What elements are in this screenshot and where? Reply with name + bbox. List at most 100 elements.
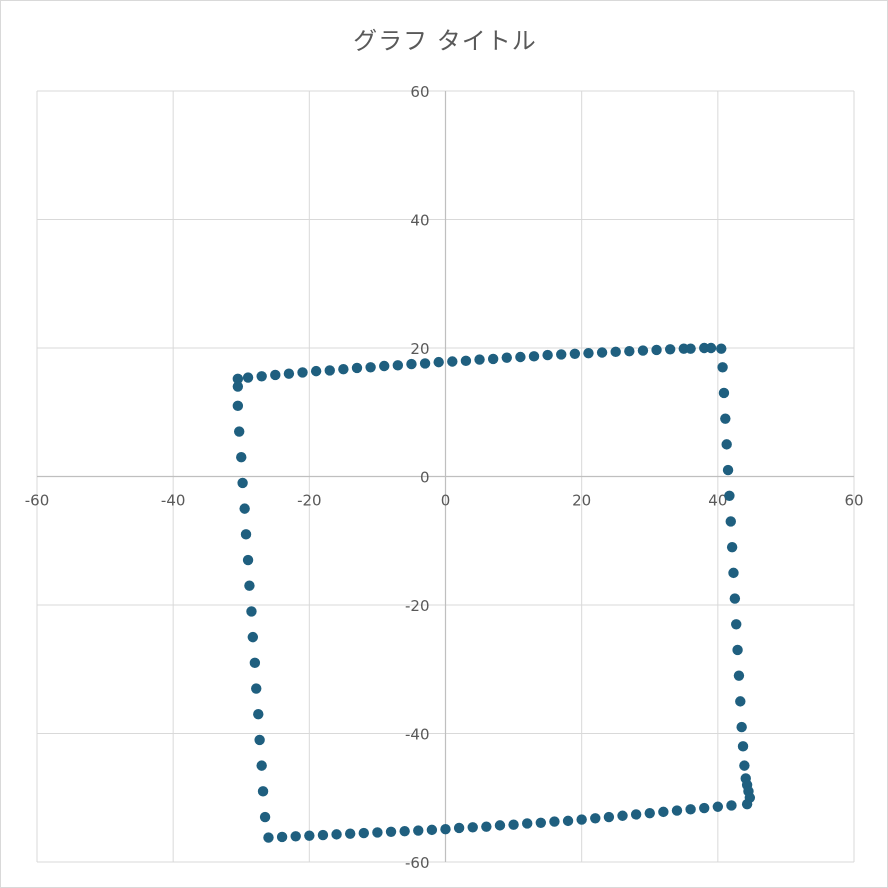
data-point [699,802,710,814]
data-point [263,832,274,843]
data-point [644,807,655,819]
x-tick-label: 20 [572,492,591,510]
data-point [741,798,753,810]
data-point [716,343,727,354]
data-point [705,342,717,354]
data-point [583,347,594,359]
data-point [240,529,252,540]
data-point [453,822,465,834]
data-point [651,344,662,356]
data-point [508,819,519,830]
data-point [487,353,499,365]
data-point [379,360,390,372]
data-point [685,804,696,815]
data-point [338,364,349,375]
data-point [729,593,741,604]
y-tick-label: 0 [420,469,430,487]
data-point [331,829,342,840]
data-point [276,831,288,843]
data-point [247,631,259,643]
data-point [244,580,255,591]
data-point [236,452,247,463]
data-point [365,362,376,373]
data-point [617,810,628,821]
y-tick-label: -20 [405,597,430,615]
x-tick-label: -60 [25,492,50,510]
data-point [624,346,635,357]
data-point [501,352,512,363]
data-point [726,541,738,553]
y-tick-label: 40 [410,212,429,230]
data-point [494,820,506,831]
data-point [733,670,745,681]
data-point [447,356,458,367]
data-point [671,805,683,816]
data-point [637,345,649,356]
data-point [297,367,308,378]
chart-title: グラフ タイトル [353,27,537,55]
data-point [731,619,742,630]
data-point [254,734,265,746]
data-point [542,349,553,361]
data-point [549,816,560,827]
data-point [535,817,547,829]
data-point [528,351,540,362]
data-point [426,824,438,836]
data-point [737,741,749,752]
data-point [630,809,642,820]
data-point [358,827,369,839]
data-point [481,821,492,832]
data-point [664,344,676,355]
data-point [256,760,267,771]
data-point [590,813,601,824]
data-point [234,426,245,437]
y-tick-label: 60 [410,83,429,101]
data-point [239,503,250,514]
data-point [249,657,261,669]
data-point [515,351,526,363]
x-tick-label: 0 [441,492,451,510]
data-point [474,354,485,365]
data-point [460,355,472,367]
data-point [304,830,315,841]
data-point [344,828,356,839]
data-point [237,477,248,489]
data-point [324,365,335,376]
y-tick-label: -60 [405,854,430,872]
x-tick-label: 40 [708,492,727,510]
data-point [603,811,615,823]
data-point [440,824,451,835]
data-point [718,387,730,399]
data-point [256,371,267,382]
data-point [392,360,404,371]
data-point [310,365,322,377]
data-point [556,349,567,360]
data-point [562,815,574,827]
x-tick-label: 60 [844,492,863,510]
data-point [385,826,397,838]
data-point [522,818,533,829]
data-point [242,372,254,383]
data-point [596,347,608,358]
data-point [576,814,587,825]
data-point [724,490,735,501]
data-point [232,400,244,412]
data-point [732,644,743,656]
data-point [712,801,724,812]
data-point [717,362,728,373]
data-point [283,368,295,379]
data-point [735,696,746,707]
data-point [739,760,750,771]
data-point [351,362,363,374]
data-point [317,829,329,841]
data-point [406,358,417,370]
data-point [257,786,269,797]
data-point [721,439,732,450]
x-tick-label: -40 [161,492,186,510]
x-tick-label: -20 [297,492,322,510]
data-points [232,342,756,843]
data-point [728,567,739,579]
data-point [720,413,731,424]
